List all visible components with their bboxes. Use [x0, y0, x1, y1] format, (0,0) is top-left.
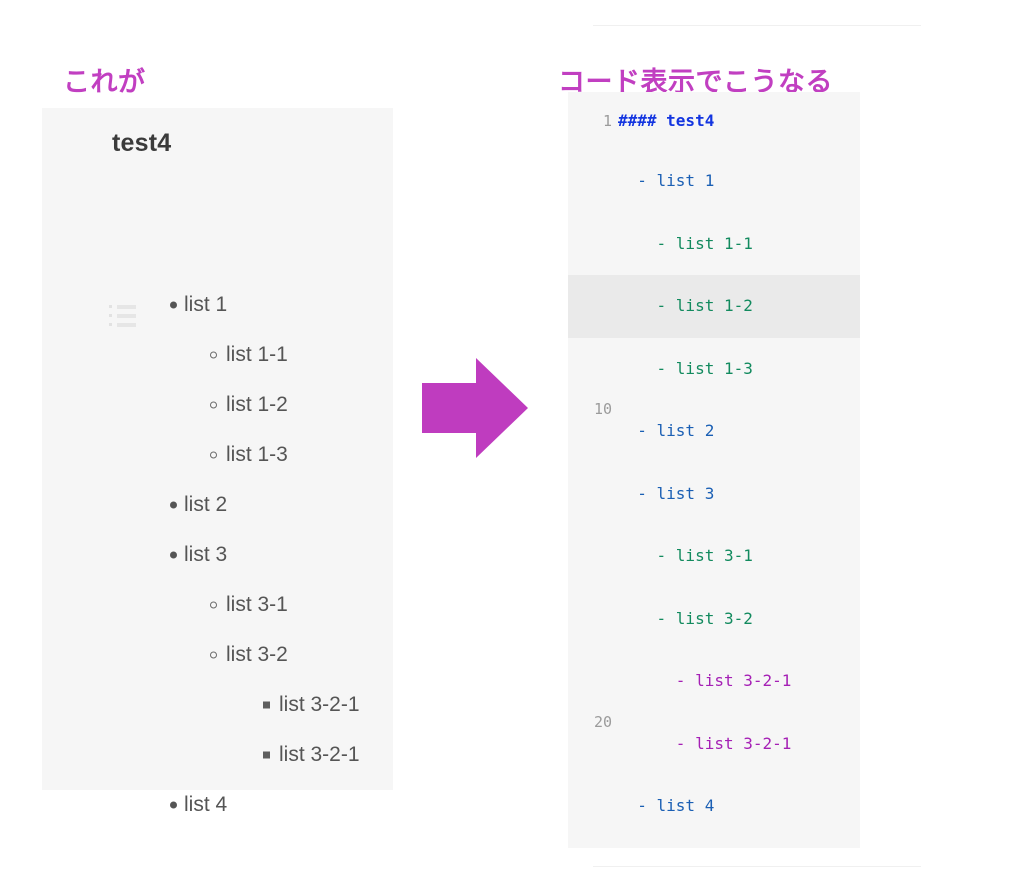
list-item-label: list 1 [184, 293, 228, 316]
list-item-label: list 1-1 [226, 343, 288, 366]
disc-bullet-icon [170, 551, 177, 558]
list-item-label: list 3-2-1 [279, 743, 360, 766]
code-line[interactable]: - list 3-2 [568, 588, 860, 651]
list-item: list 1-1 [42, 344, 393, 365]
divider-bottom [593, 866, 921, 867]
code-line[interactable]: - list 1-1 [568, 213, 860, 276]
code-text: - list 3-2-1 [618, 733, 792, 753]
code-text: - list 1-2 [618, 296, 753, 315]
list-item-label: list 3-1 [226, 593, 288, 616]
code-line[interactable]: 10 - list 2 [568, 400, 860, 463]
code-text: - list 3-2 [618, 608, 753, 628]
code-line[interactable]: - list 1-3 [568, 338, 860, 401]
list-item-label: list 1-2 [226, 393, 288, 416]
preview-panel: test4 list 1 list 1-1 list 1-2 list 1-3 list… [42, 108, 393, 815]
list-item: list 3-2-1 [42, 694, 393, 715]
code-text: - list 1-3 [618, 358, 753, 378]
disc-bullet-icon [170, 301, 177, 308]
square-bullet-icon [263, 701, 270, 708]
code-panel[interactable]: 1 #### test4 - list 1 - list 1-1 - list 1… [568, 92, 860, 848]
list-item: list 3 [42, 544, 393, 565]
code-text: - list 3-1 [618, 546, 753, 565]
code-line[interactable]: - list 4 [568, 775, 860, 838]
line-number: 10 [593, 400, 612, 418]
list-item: list 3-2 [42, 644, 393, 665]
line-number: 20 [593, 712, 612, 731]
code-line[interactable]: - list 1 [568, 150, 860, 213]
code-line[interactable]: - list 1-2 [568, 275, 860, 338]
circle-bullet-icon [210, 401, 217, 408]
list-item-label: list 3 [184, 543, 228, 566]
list-item-label: list 3-2 [226, 643, 288, 666]
list-item: list 4 [42, 794, 393, 815]
code-line[interactable]: - list 3-2-1 [568, 650, 860, 713]
code-text: - list 3-2-1 [618, 671, 792, 690]
code-text: - list 4 [618, 796, 715, 815]
bulleted-list-icon [109, 304, 136, 328]
rendered-list: list 1 list 1-1 list 1-2 list 1-3 list 2 list… [42, 294, 393, 844]
list-item: list 3-1 [42, 594, 393, 615]
code-text: - list 3 [618, 483, 715, 503]
code-line[interactable]: 20 - list 3-2-1 [568, 713, 860, 776]
circle-bullet-icon [210, 651, 217, 658]
circle-bullet-icon [210, 351, 217, 358]
code-text: - list 2 [618, 421, 715, 440]
code-line[interactable]: - list 3 [568, 463, 860, 526]
code-text: - list 1 [618, 171, 715, 190]
circle-bullet-icon [210, 601, 217, 608]
right-arrow-icon [422, 358, 528, 458]
list-item: list 1-3 [42, 444, 393, 465]
list-item: list 3-2-1 [42, 744, 393, 765]
square-bullet-icon [263, 751, 270, 758]
list-item-label: list 1-3 [226, 443, 288, 466]
disc-bullet-icon [170, 501, 177, 508]
list-item: list 1-2 [42, 394, 393, 415]
left-heading: これが [63, 67, 146, 98]
circle-bullet-icon [210, 451, 217, 458]
code-text: - list 1-1 [618, 233, 753, 253]
code-text: #### test4 [618, 111, 715, 130]
code-line[interactable]: 1 #### test4 [568, 92, 860, 150]
disc-bullet-icon [170, 801, 177, 808]
list-item: list 1 [42, 294, 393, 315]
line-number: 1 [602, 112, 612, 130]
list-item-label: list 4 [184, 793, 228, 816]
code-line[interactable]: - list 3-1 [568, 525, 860, 588]
list-item-label: list 3-2-1 [279, 693, 360, 716]
list-item: list 2 [42, 494, 393, 515]
list-item-label: list 2 [184, 493, 228, 516]
preview-title: test4 [112, 129, 172, 157]
divider-top [593, 25, 921, 26]
